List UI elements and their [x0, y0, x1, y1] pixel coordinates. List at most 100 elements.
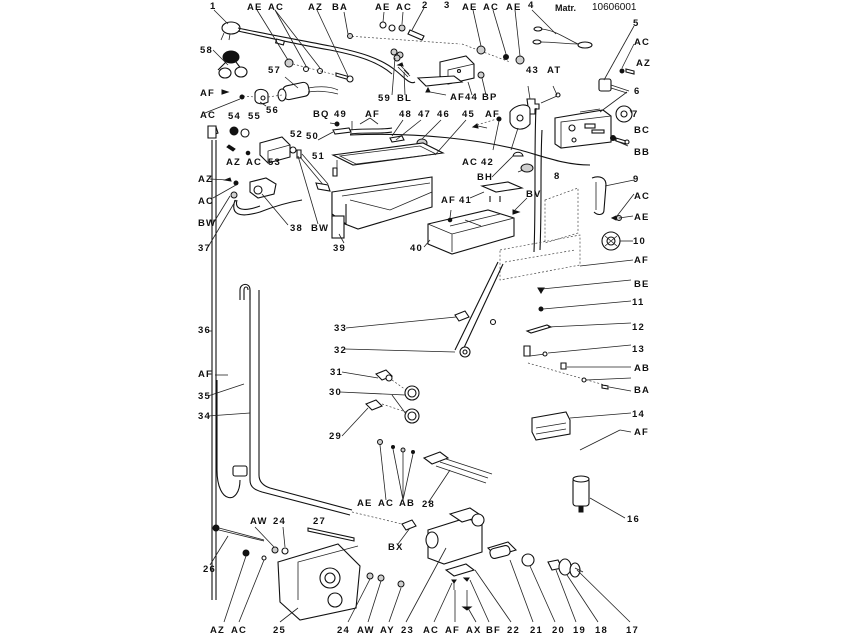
callout-aw: AW [357, 625, 375, 636]
callout-12: 12 [632, 322, 645, 333]
callout-18: 18 [595, 625, 608, 636]
callout-ae: AE [375, 2, 391, 13]
callout-aw: AW [250, 516, 268, 527]
part-40-drawer [427, 181, 524, 255]
callout-at: AT [547, 65, 562, 76]
part-bc-bb-screw [610, 135, 630, 145]
callout-be: BE [634, 279, 650, 290]
callout-ba: BA [634, 385, 651, 396]
callout-21: 21 [530, 625, 543, 636]
callout-bv: BV [526, 189, 542, 200]
callout-9: 9 [633, 174, 640, 185]
part-dashed-frame [499, 187, 581, 281]
part-57-filter [277, 81, 339, 102]
callout-5: 5 [633, 18, 640, 29]
callout-10: 10 [633, 236, 646, 247]
callout-13: 13 [632, 344, 645, 355]
part-32-arm [454, 261, 504, 358]
callout-45: 45 [462, 109, 475, 120]
matr-label: Matr. [555, 3, 577, 13]
part-wiring-loop [349, 107, 591, 253]
callout-52: 52 [290, 129, 303, 140]
part-36-drain-hose [207, 125, 217, 600]
callout-bf: BF [486, 625, 502, 636]
callout-az: AZ [226, 157, 242, 168]
part-29-31-valves [365, 369, 420, 424]
part-10-wheel [601, 231, 621, 251]
part-2-3-connectors [347, 21, 461, 45]
callout-58: 58 [200, 45, 213, 56]
callout-25: 25 [273, 625, 286, 636]
part-6-control-panel [554, 108, 612, 149]
callout-ae: AE [247, 2, 263, 13]
part-bh-clip [512, 151, 534, 173]
part-17-21-inline [486, 541, 584, 578]
callout-16: 16 [627, 514, 640, 525]
callout-ac: AC [200, 110, 217, 121]
callout-28: 28 [422, 499, 435, 510]
callout-ae: AE [506, 2, 522, 13]
callout-ac: AC [246, 157, 263, 168]
callout-31: 31 [330, 367, 343, 378]
callout-41: 41 [459, 195, 472, 206]
callout-59: 59 [378, 93, 391, 104]
callout-8: 8 [554, 171, 561, 182]
callout-48: 48 [399, 109, 412, 120]
callout-af: AF [365, 109, 381, 120]
callout-ac: AC [634, 37, 651, 48]
callout-42: 42 [481, 157, 494, 168]
callout-af: AF [485, 109, 501, 120]
callout-bp: BP [482, 92, 498, 103]
part-5-switch [598, 68, 635, 94]
callout-37: 37 [198, 243, 211, 254]
part-45-lid [331, 142, 445, 166]
callout-22: 22 [507, 625, 520, 636]
part-25-pump-housing [242, 543, 405, 621]
callout-55: 55 [248, 111, 261, 122]
callout-bb: BB [634, 147, 651, 158]
callout-53: 53 [268, 157, 281, 168]
callout-46: 46 [437, 109, 450, 120]
part-9-handle [591, 176, 607, 215]
callout-af: AF [634, 427, 650, 438]
callout-24: 24 [273, 516, 286, 527]
callout-49: 49 [334, 109, 347, 120]
part-11-14-hardware [523, 287, 609, 390]
callout-47: 47 [418, 109, 431, 120]
callout-ac: AC [198, 196, 215, 207]
part-4-wire-set [532, 26, 593, 49]
part-39-dispenser-housing [331, 176, 433, 239]
callout-bw: BW [311, 223, 330, 234]
callout-44: 44 [465, 92, 478, 103]
callout-ac: AC [462, 157, 479, 168]
callout-ax: AX [466, 625, 482, 636]
callout-38: 38 [290, 223, 303, 234]
part-43-bracket [526, 92, 561, 115]
part-hoses-clamps-top [296, 121, 428, 192]
matr-number: 10606001 [592, 2, 637, 13]
callout-ae: AE [357, 498, 373, 509]
callout-az: AZ [308, 2, 324, 13]
callout-af: AF [450, 92, 466, 103]
part-42-selector [471, 104, 531, 130]
callout-20: 20 [552, 625, 565, 636]
callout-bx: BX [388, 542, 404, 553]
callout-ab: AB [399, 498, 416, 509]
part-28-heater [377, 439, 493, 484]
callout-54: 54 [228, 111, 241, 122]
callout-24: 24 [337, 625, 350, 636]
callout-az: AZ [198, 174, 214, 185]
callout-51: 51 [312, 151, 325, 162]
callout-ae: AE [462, 2, 478, 13]
callout-32: 32 [334, 345, 347, 356]
callout-af: AF [634, 255, 650, 266]
callout-57: 57 [268, 65, 281, 76]
callout-bl: BL [397, 93, 413, 104]
callout-ac: AC [231, 625, 248, 636]
part-56-clip [221, 88, 283, 105]
part-7-knob [615, 105, 633, 123]
part-16-filter [572, 475, 590, 513]
part-1-harness [220, 21, 416, 84]
callout-ac: AC [396, 2, 413, 13]
callout-26: 26 [203, 564, 216, 575]
